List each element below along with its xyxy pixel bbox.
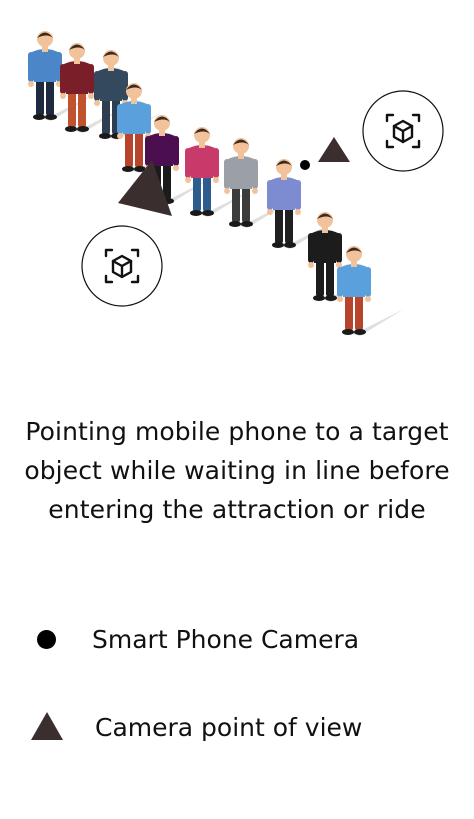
person-2: [60, 43, 94, 132]
camera-pov-triangle: [318, 137, 350, 162]
people-in-line: [28, 31, 371, 335]
legend-item-camera: Smart Phone Camera: [0, 620, 474, 660]
ar-cube-scan-icon: [104, 248, 140, 284]
camera-pov-triangle: [118, 160, 172, 216]
person-8: [267, 159, 301, 248]
person-9: [308, 212, 342, 301]
legend-label-camera: Smart Phone Camera: [92, 625, 360, 654]
legend-label-point-of-view: Camera point of view: [95, 713, 363, 742]
ar-target-icon: [81, 225, 163, 307]
person-shadow: [350, 303, 416, 336]
circle-marker-icon: [37, 630, 56, 649]
caption-text: Pointing mobile phone to a target object…: [24, 417, 450, 524]
triangle-marker-icon: [31, 712, 63, 740]
ar-cube-scan-icon: [385, 113, 421, 149]
legend-item-point-of-view: Camera point of view: [0, 708, 474, 748]
person-10: [337, 246, 371, 335]
person-6: [185, 127, 219, 216]
person-7: [224, 138, 258, 227]
queue-illustration: [28, 31, 444, 336]
person-4: [117, 83, 151, 172]
ar-target-icon: [362, 90, 444, 172]
smart-phone-camera-dot: [300, 160, 310, 170]
person-1: [28, 31, 62, 120]
